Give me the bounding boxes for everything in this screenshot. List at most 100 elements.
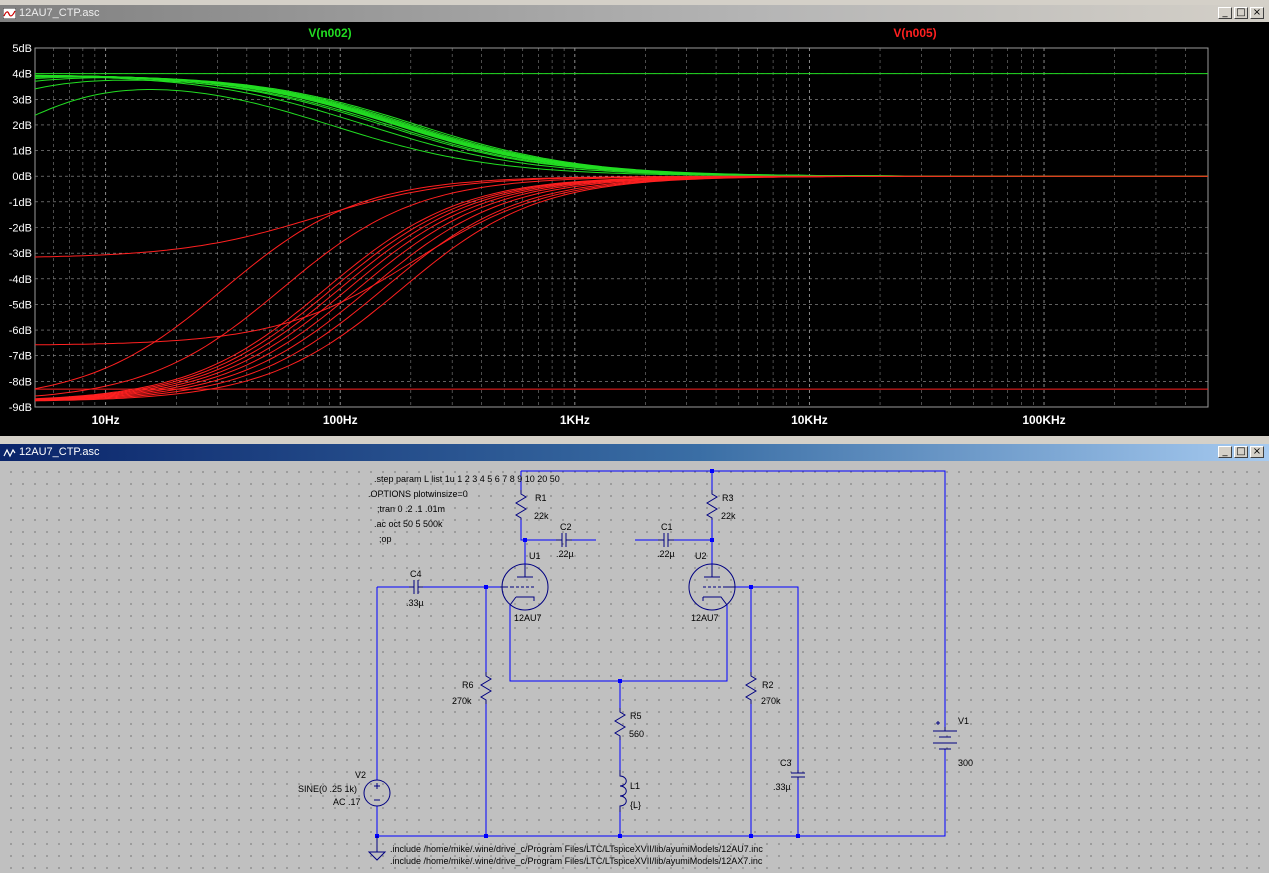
- u1-name: U1: [529, 551, 541, 561]
- curve-vn002-L-10: [35, 75, 1208, 177]
- inductor-l1-icon[interactable]: [619, 770, 627, 812]
- component-labels: R1 22k R3 22k C2 .22µ C1 .22µ U1 12AU7 U…: [298, 493, 973, 810]
- directive-ac[interactable]: .ac oct 50 5 500k: [374, 519, 443, 529]
- l1-value: {L}: [630, 800, 641, 810]
- curve-vn002-L-50: [34, 74, 1208, 177]
- triode-u1-icon[interactable]: [500, 563, 549, 611]
- y-tick-label: 3dB: [12, 94, 32, 106]
- c1-value: .22µ: [657, 549, 675, 559]
- schematic-app-icon: [3, 448, 16, 458]
- resistor-r1-icon[interactable]: [515, 490, 527, 520]
- u1-model: 12AU7: [514, 613, 542, 623]
- legend-V(n002)[interactable]: V(n002): [308, 26, 351, 40]
- directive-tran[interactable]: ;tran 0 .2 .1 .01m: [377, 504, 445, 514]
- y-tick-label: -5dB: [9, 299, 32, 311]
- dc-source-v1-icon[interactable]: [933, 721, 957, 750]
- capacitor-c3-icon[interactable]: [791, 770, 805, 780]
- r5-name: R5: [630, 711, 642, 721]
- triode-u2-icon[interactable]: [688, 563, 736, 611]
- curve-vn005-L-8: [34, 175, 1208, 400]
- curve-vn005-L-20: [34, 175, 1208, 397]
- curve-vn002-L-4: [34, 76, 1208, 177]
- y-tick-label: -7dB: [9, 351, 32, 363]
- curve-vn005-L-10: [34, 175, 1208, 400]
- waveform-window-titlebar[interactable]: 12AU7_CTP.asc _ □ ×: [0, 5, 1269, 22]
- maximize-button[interactable]: □: [1234, 446, 1248, 458]
- y-tick-label: 2dB: [12, 120, 32, 132]
- capacitor-c2-icon[interactable]: [556, 533, 572, 547]
- y-tick-label: 4dB: [12, 69, 32, 81]
- curve-vn005-L-1: [34, 175, 1208, 258]
- y-tick-label: -4dB: [9, 274, 32, 286]
- close-button[interactable]: ×: [1250, 446, 1264, 458]
- waveform-app-icon: [3, 8, 16, 19]
- curve-vn002-L-20: [34, 74, 1208, 177]
- y-tick-label: 5dB: [12, 43, 32, 55]
- curve-vn002-L-9: [35, 75, 1208, 177]
- curve-vn005-L-2: [35, 175, 1208, 346]
- plot-grid: [34, 47, 1209, 408]
- resistor-r6-icon[interactable]: [480, 672, 492, 704]
- maximize-button[interactable]: □: [1234, 7, 1248, 19]
- spice-directives[interactable]: .step param L list 1u 1 2 3 4 5 6 7 8 9 …: [368, 474, 763, 866]
- curve-vn005-L-50: [34, 175, 1208, 390]
- y-tick-label: -9dB: [9, 402, 32, 414]
- y-tick-label: -3dB: [9, 248, 32, 260]
- plot-legend[interactable]: V(n002) V(n005): [308, 26, 936, 40]
- c3-value: .33µ: [773, 782, 791, 792]
- curve-vn002-L-7: [34, 75, 1208, 177]
- resistor-r2-icon[interactable]: [745, 672, 757, 704]
- r2-name: R2: [762, 680, 774, 690]
- directive-include-12au7[interactable]: .include /home/mike/.wine/drive_c/Progra…: [390, 844, 763, 854]
- x-tick-label: 100Hz: [323, 413, 358, 427]
- v1-value: 300: [958, 758, 973, 768]
- legend-V(n005)[interactable]: V(n005): [893, 26, 936, 40]
- directive-op[interactable]: ;op: [379, 534, 392, 544]
- minimize-button[interactable]: _: [1218, 446, 1232, 458]
- r2-value: 270k: [761, 696, 781, 706]
- r3-name: R3: [722, 493, 734, 503]
- l1-name: L1: [630, 781, 640, 791]
- sine-source-v2-icon[interactable]: [363, 779, 391, 807]
- curve-vn002-L-5: [34, 76, 1208, 177]
- schematic-wires: [376, 470, 946, 837]
- ac-analysis-plot[interactable]: 5dB4dB3dB2dB1dB0dB-1dB-2dB-3dB-4dB-5dB-6…: [0, 22, 1269, 436]
- x-tick-label: 1KHz: [560, 413, 590, 427]
- u2-model: 12AU7: [691, 613, 719, 623]
- x-tick-label: 10KHz: [791, 413, 828, 427]
- r1-value: 22k: [534, 511, 549, 521]
- directive-options[interactable]: .OPTIONS plotwinsize=0: [368, 489, 468, 499]
- ground-icon: [367, 836, 387, 861]
- c4-value: .33µ: [406, 598, 424, 608]
- r1-name: R1: [535, 493, 547, 503]
- v2-value-ac: AC .17: [333, 797, 361, 807]
- v1-name: V1: [958, 716, 969, 726]
- resistor-r3-icon[interactable]: [706, 490, 718, 520]
- y-axis-ticks: 5dB4dB3dB2dB1dB0dB-1dB-2dB-3dB-4dB-5dB-6…: [9, 43, 32, 414]
- v2-value-sine: SINE(0 .25 1k): [298, 784, 357, 794]
- y-tick-label: 1dB: [12, 146, 32, 158]
- curve-vn002-L-6: [34, 75, 1208, 177]
- capacitor-c1-icon[interactable]: [658, 533, 674, 547]
- directive-include-12ax7[interactable]: .include /home/mike/.wine/drive_c/Progra…: [390, 856, 763, 866]
- c2-value: .22µ: [556, 549, 574, 559]
- directive-step[interactable]: .step param L list 1u 1 2 3 4 5 6 7 8 9 …: [374, 474, 560, 484]
- c1-name: C1: [661, 522, 673, 532]
- waveform-window-title: 12AU7_CTP.asc: [19, 7, 100, 19]
- schematic-window-titlebar[interactable]: 12AU7_CTP.asc _ □ ×: [0, 444, 1269, 461]
- close-button[interactable]: ×: [1250, 7, 1264, 19]
- y-tick-label: -1dB: [9, 197, 32, 209]
- c3-name: C3: [780, 758, 792, 768]
- schematic-canvas[interactable]: .step param L list 1u 1 2 3 4 5 6 7 8 9 …: [2, 461, 1267, 873]
- curve-vn002-L-8: [35, 75, 1208, 177]
- curve-vn005-L-9: [34, 175, 1208, 400]
- capacitor-c4-icon[interactable]: [409, 580, 423, 594]
- resistor-r5-icon[interactable]: [614, 708, 626, 740]
- x-tick-label: 10Hz: [92, 413, 120, 427]
- c2-name: C2: [560, 522, 572, 532]
- y-tick-label: -8dB: [9, 376, 32, 388]
- minimize-button[interactable]: _: [1218, 7, 1232, 19]
- r3-value: 22k: [721, 511, 736, 521]
